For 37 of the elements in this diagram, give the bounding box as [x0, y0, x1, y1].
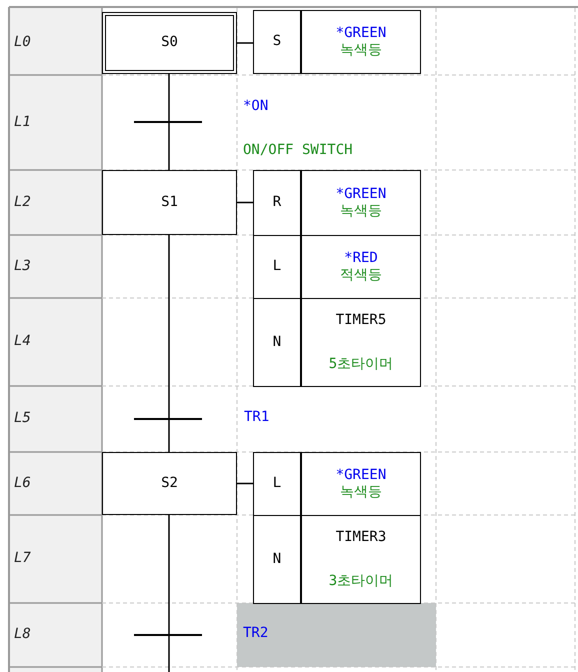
row-number: L2 [14, 194, 31, 210]
comment-text: ON/OFF SWITCH [243, 142, 353, 158]
connector-line [237, 42, 253, 44]
action-box: *GREEN 녹색등 [301, 452, 421, 516]
connector-line [168, 123, 170, 170]
connector-line [168, 420, 170, 452]
row-number: L0 [14, 34, 31, 50]
action-box: TIMER3 3초타이머 [301, 515, 421, 604]
step-box: S1 [102, 170, 237, 235]
action-qualifier-box: N [253, 515, 301, 604]
action-qualifier-box: R [253, 170, 301, 236]
row-number: L8 [14, 626, 31, 642]
action-qualifier-box: L [253, 452, 301, 516]
row-number: L5 [14, 410, 31, 426]
connector-line [168, 74, 170, 121]
row-number: L4 [14, 333, 31, 349]
row-number: L1 [14, 114, 31, 130]
transition-condition: TR2 [243, 625, 268, 641]
step-box: S2 [102, 452, 237, 515]
connector-line [168, 636, 170, 672]
connector-line [168, 235, 170, 418]
action-qualifier-box: N [253, 298, 301, 387]
action-box: *GREEN 녹색등 [301, 170, 421, 236]
row-number: L7 [14, 550, 31, 566]
row-number: L3 [14, 258, 31, 274]
transition-condition: *ON [243, 98, 268, 114]
action-box: TIMER5 5초타이머 [301, 298, 421, 387]
connector-line [237, 482, 253, 484]
action-box: *RED 적색등 [301, 235, 421, 299]
row-number: L6 [14, 474, 31, 490]
action-box: *GREEN 녹색등 [301, 10, 421, 74]
action-qualifier-box: S [253, 10, 301, 74]
connector-line [237, 202, 253, 204]
transition-condition: TR1 [244, 409, 270, 425]
initial-step-box: S0 [102, 12, 237, 74]
connector-line [168, 515, 170, 634]
action-qualifier-box: L [253, 235, 301, 299]
